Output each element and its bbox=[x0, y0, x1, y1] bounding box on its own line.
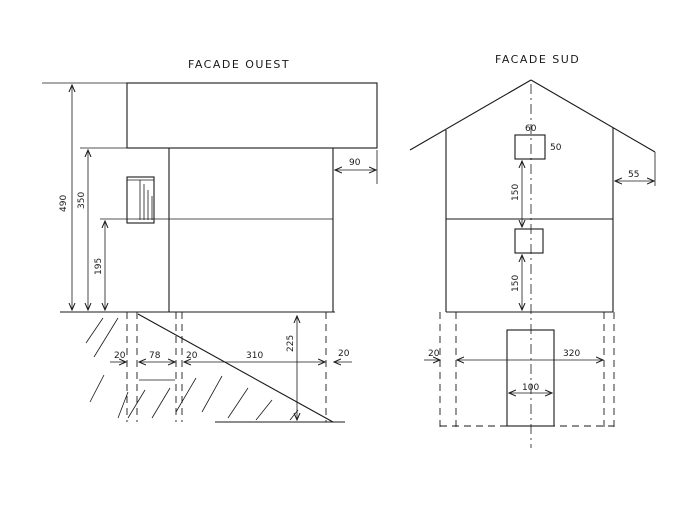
south-label-window-width: 60 bbox=[525, 124, 537, 134]
west-facade: FACADE OUEST 490 350 195 90 bbox=[42, 58, 378, 423]
west-label-left-gap: 20 bbox=[114, 351, 126, 361]
west-label-right-gap: 20 bbox=[338, 349, 350, 359]
south-door bbox=[506, 329, 555, 427]
west-label-slope-height: 225 bbox=[286, 335, 296, 352]
south-label-door-width: 100 bbox=[522, 383, 539, 393]
south-label-left-gap: 20 bbox=[428, 349, 440, 359]
west-label-run: 310 bbox=[246, 351, 263, 361]
south-label-upper-spacing: 150 bbox=[511, 184, 521, 201]
west-window bbox=[126, 176, 155, 224]
west-facade-title: FACADE OUEST bbox=[188, 58, 290, 71]
west-slope-line bbox=[137, 313, 334, 423]
west-label-window-width: 78 bbox=[149, 351, 161, 361]
south-lower-window bbox=[514, 228, 544, 254]
west-hatching-slope bbox=[127, 375, 299, 421]
west-label-upper-height: 350 bbox=[77, 192, 87, 209]
west-label-total-height: 490 bbox=[59, 195, 69, 212]
west-hatching-left bbox=[85, 317, 129, 419]
south-label-width: 320 bbox=[563, 349, 580, 359]
south-upper-window bbox=[514, 134, 546, 160]
south-label-window-height: 50 bbox=[550, 143, 562, 153]
south-label-eave: 55 bbox=[628, 170, 639, 180]
south-facade-title: FACADE SUD bbox=[495, 53, 580, 66]
west-label-mid-gap: 20 bbox=[186, 351, 198, 361]
south-roof-left bbox=[409, 79, 532, 151]
west-label-overhang: 90 bbox=[349, 158, 361, 168]
west-label-lower-height: 195 bbox=[94, 258, 104, 275]
south-roof-right bbox=[530, 79, 656, 153]
south-label-lower-spacing: 150 bbox=[511, 275, 521, 292]
west-upper-block bbox=[126, 82, 378, 149]
south-facade: FACADE SUD 60 50 55 150 150 1 bbox=[409, 53, 656, 448]
